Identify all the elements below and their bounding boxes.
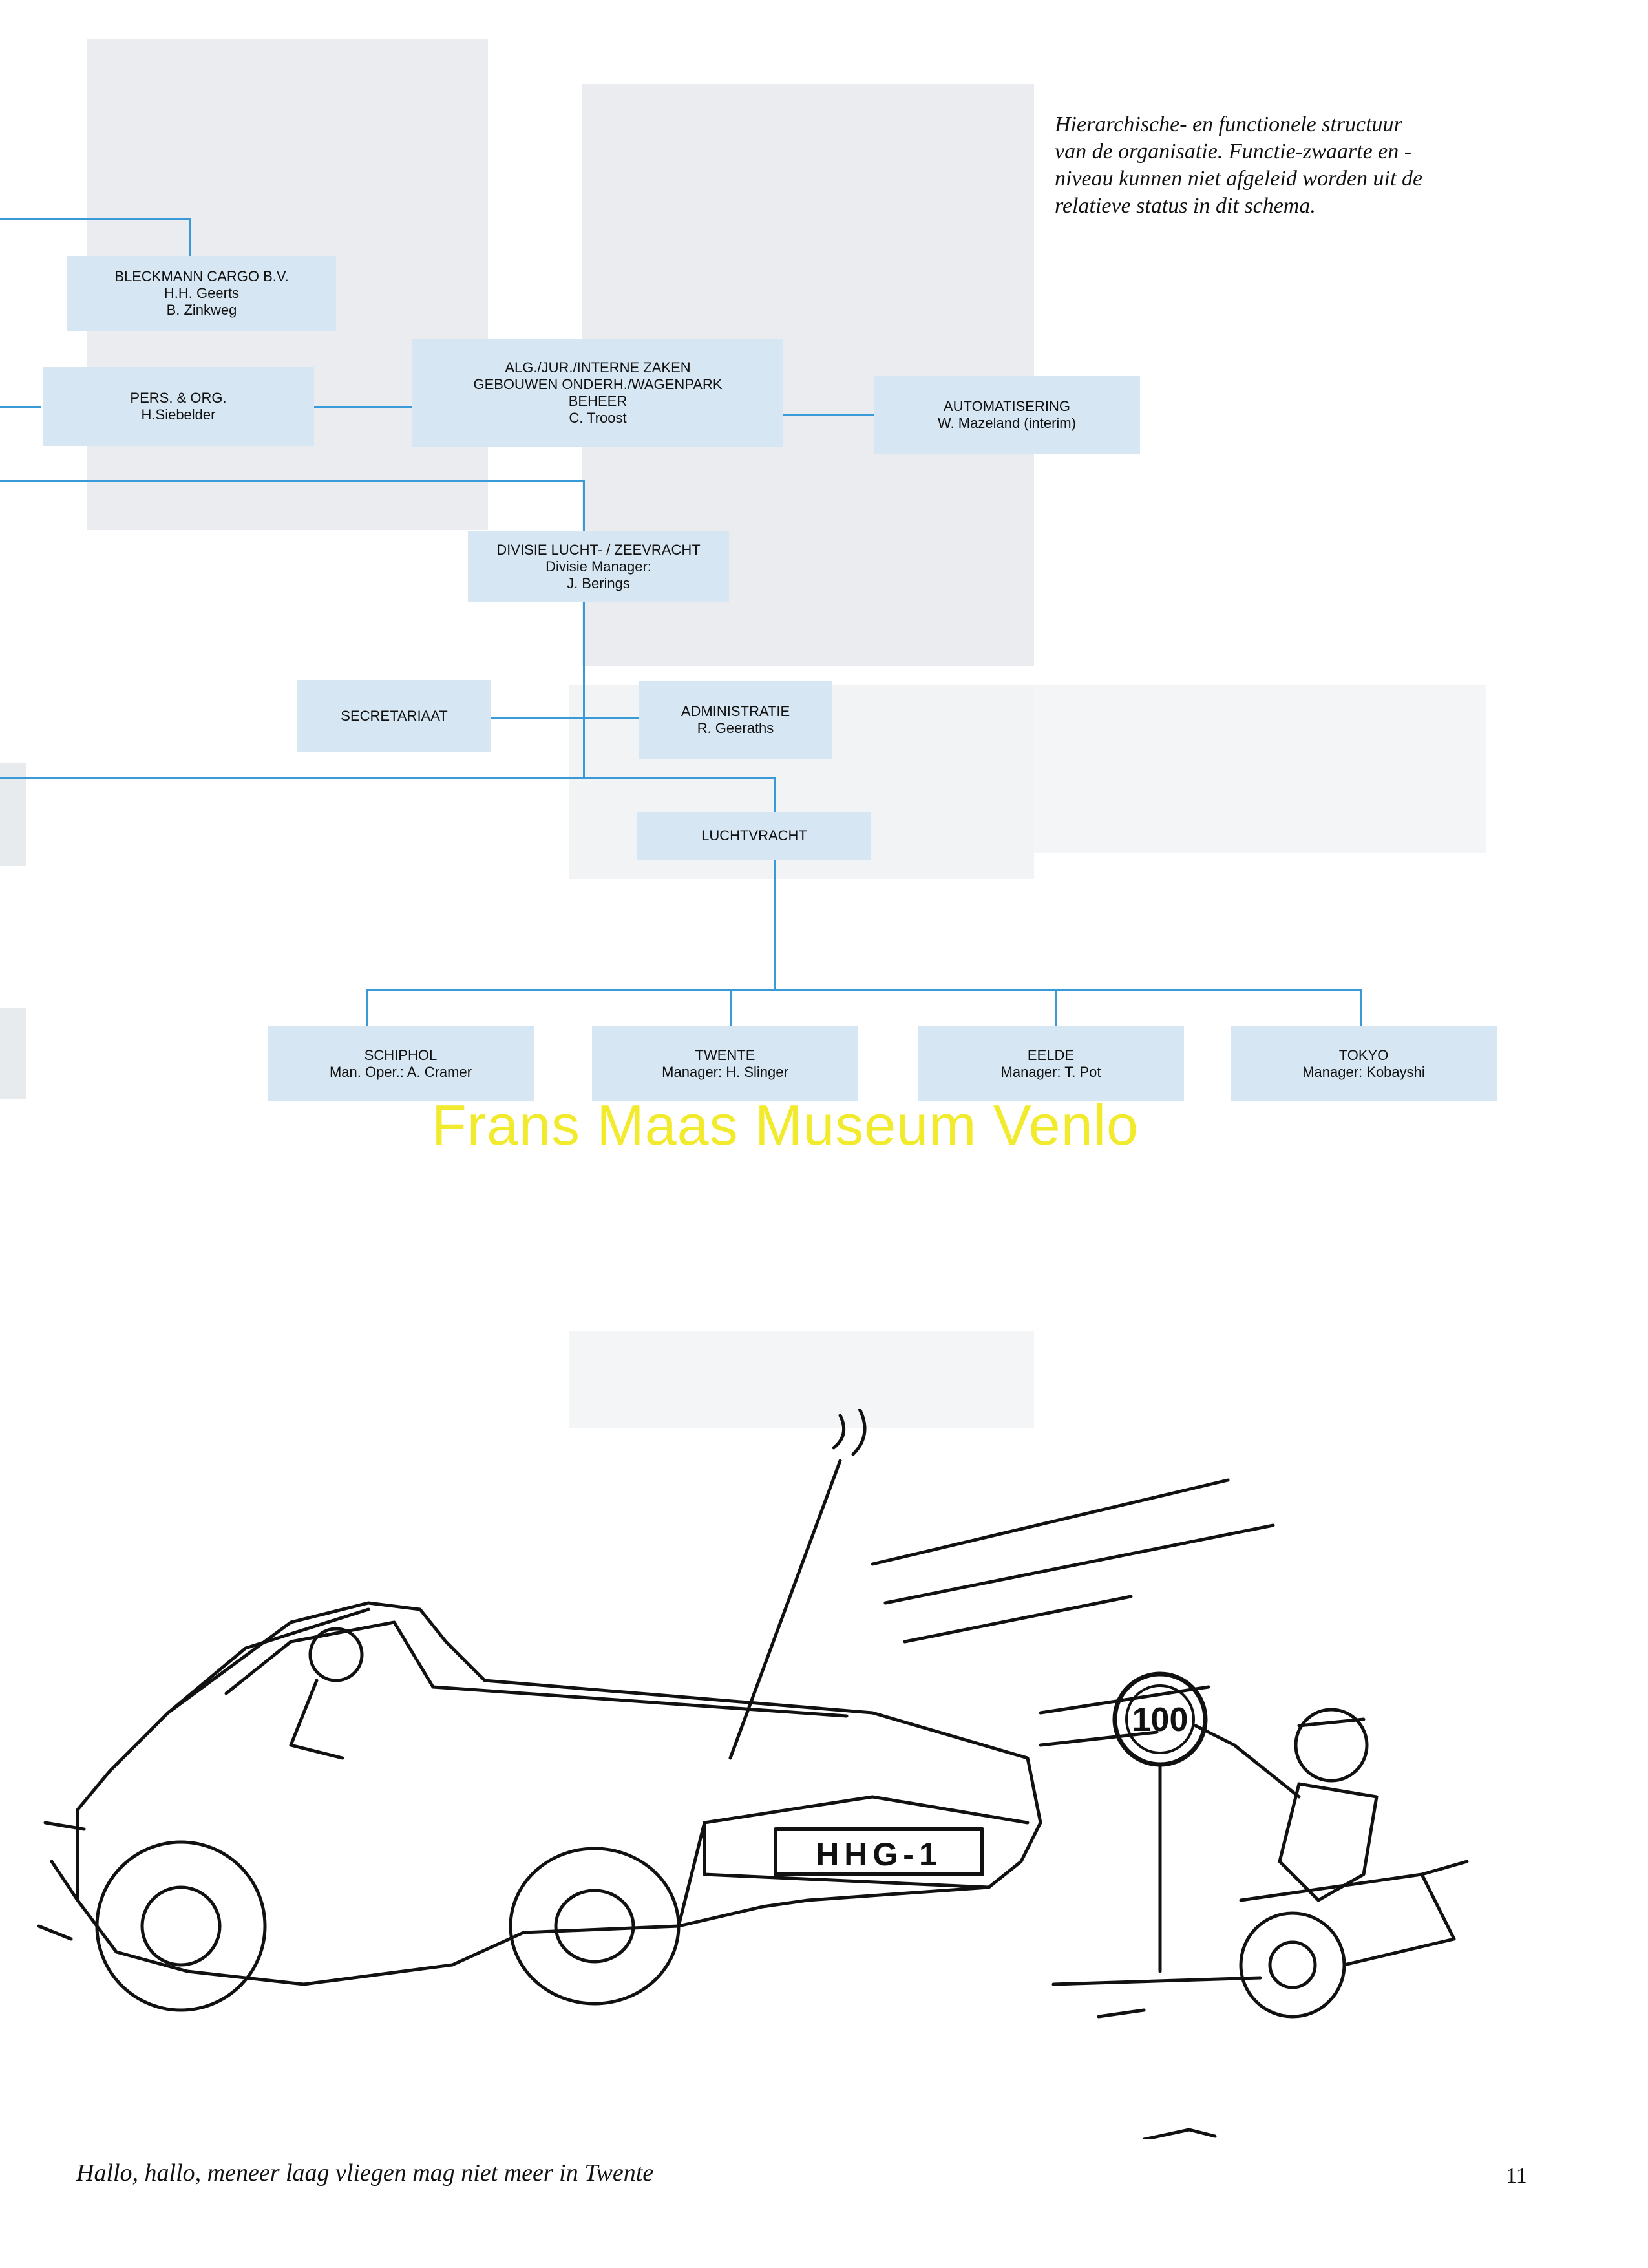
org-box-administratie: ADMINISTRATIE R. Geeraths bbox=[639, 681, 832, 759]
background-block-right bbox=[1034, 685, 1486, 853]
org-person: H.Siebelder bbox=[141, 407, 216, 423]
org-label: SCHIPHOL bbox=[364, 1047, 438, 1063]
connector-stations bbox=[366, 989, 1362, 991]
connector-lucht-down bbox=[774, 860, 776, 989]
connector-schiphol bbox=[366, 989, 368, 1026]
org-label: LUCHTVRACHT bbox=[701, 827, 807, 843]
org-label: TOKYO bbox=[1338, 1047, 1389, 1063]
connector-divisie bbox=[0, 480, 585, 482]
org-person: Manager: T. Pot bbox=[1000, 1064, 1101, 1080]
org-label: Divisie Manager: bbox=[545, 558, 651, 575]
connector-lucht-vert bbox=[774, 777, 776, 812]
connector-divisie-down bbox=[583, 602, 585, 778]
org-label: BLECKMANN CARGO B.V. bbox=[114, 268, 289, 284]
connector-top bbox=[0, 218, 191, 220]
license-plate-text: HHG-1 bbox=[816, 1836, 942, 1872]
org-label: ALG./JUR./INTERNE ZAKEN bbox=[505, 359, 691, 376]
cartoon-caption: Hallo, hallo, meneer laag vliegen mag ni… bbox=[76, 2159, 654, 2187]
org-label: DIVISIE LUCHT- / ZEEVRACHT bbox=[496, 542, 701, 558]
org-box-alg: ALG./JUR./INTERNE ZAKEN GEBOUWEN ONDERH.… bbox=[412, 339, 783, 447]
connector-pers-alg bbox=[314, 406, 412, 408]
schema-caption: Hierarchische- en functionele structuur … bbox=[1055, 112, 1423, 218]
org-label: BEHEER bbox=[568, 393, 628, 409]
org-box-divisie: DIVISIE LUCHT- / ZEEVRACHT Divisie Manag… bbox=[468, 531, 729, 602]
org-person: Manager: H. Slinger bbox=[662, 1064, 788, 1080]
watermark: Frans Maas Museum Venlo bbox=[432, 1093, 1139, 1157]
background-block-lower bbox=[569, 1331, 1034, 1428]
org-person: W. Mazeland (interim) bbox=[938, 415, 1076, 431]
connector-tokyo bbox=[1360, 989, 1362, 1026]
org-person: J. Berings bbox=[567, 575, 630, 591]
connector-twente bbox=[730, 989, 732, 1026]
org-person: C. Troost bbox=[569, 410, 627, 426]
connector-lucht bbox=[0, 777, 776, 779]
org-label: TWENTE bbox=[695, 1047, 755, 1063]
page-number: 11 bbox=[1506, 2164, 1527, 2188]
org-box-bleckmann: BLECKMANN CARGO B.V. H.H. Geerts B. Zink… bbox=[67, 256, 336, 331]
background-block-left-edge-2 bbox=[0, 1008, 26, 1099]
connector-divisie-vert bbox=[583, 480, 585, 531]
org-person: Man. Oper.: A. Cramer bbox=[329, 1064, 472, 1080]
org-box-automatisering: AUTOMATISERING W. Mazeland (interim) bbox=[874, 376, 1140, 454]
org-person: H.H. Geerts bbox=[164, 285, 240, 301]
connector-eelde bbox=[1055, 989, 1057, 1026]
org-box-luchtvracht: LUCHTVRACHT bbox=[637, 812, 871, 860]
org-box-tokyo: TOKYO Manager: Kobayshi bbox=[1231, 1026, 1497, 1101]
org-person: R. Geeraths bbox=[697, 720, 774, 736]
org-label: EELDE bbox=[1027, 1047, 1075, 1063]
connector-pers bbox=[0, 406, 41, 408]
org-box-twente: TWENTE Manager: H. Slinger bbox=[592, 1026, 858, 1101]
cartoon-illustration: HHG-1 100 bbox=[37, 1409, 1469, 2139]
org-label: PERS. & ORG. bbox=[130, 390, 227, 406]
org-label: GEBOUWEN ONDERH./WAGENPARK bbox=[473, 376, 723, 392]
background-block-left-edge bbox=[0, 763, 26, 866]
speed-sign-text: 100 bbox=[1132, 1701, 1188, 1739]
org-label: ADMINISTRATIE bbox=[681, 703, 790, 719]
org-box-pers-org: PERS. & ORG. H.Siebelder bbox=[43, 367, 314, 446]
org-label: AUTOMATISERING bbox=[944, 398, 1070, 414]
org-label: SECRETARIAAT bbox=[341, 708, 448, 724]
connector-sec-adm bbox=[491, 717, 639, 719]
connector-alg-auto bbox=[783, 414, 874, 416]
org-box-secretariaat: SECRETARIAAT bbox=[297, 680, 491, 752]
org-box-schiphol: SCHIPHOL Man. Oper.: A. Cramer bbox=[268, 1026, 534, 1101]
org-person: B. Zinkweg bbox=[166, 302, 237, 318]
connector-bleckmann bbox=[189, 218, 191, 259]
org-box-eelde: EELDE Manager: T. Pot bbox=[918, 1026, 1184, 1101]
org-person: Manager: Kobayshi bbox=[1302, 1064, 1425, 1080]
